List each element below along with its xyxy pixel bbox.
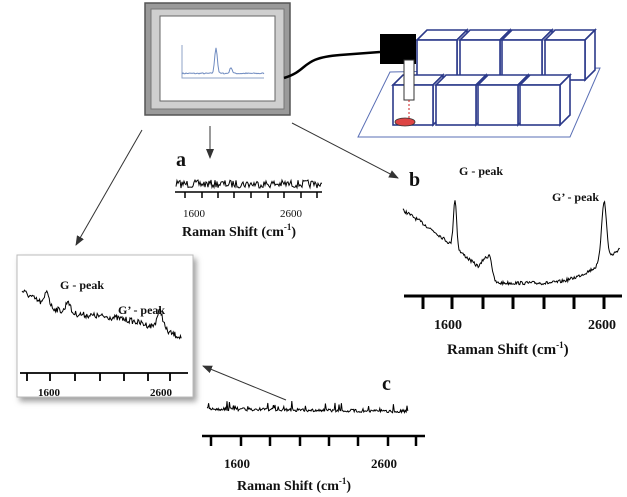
inset-g-peak-label: G - peak — [60, 278, 104, 292]
arrow-to-inset — [75, 129, 143, 246]
panel-b-tick-label-1600: 1600 — [434, 318, 462, 333]
panel-a-tick-label-2600: 2600 — [280, 208, 303, 220]
panel-c-trace — [206, 401, 409, 415]
panel-c-axis-title: Raman Shift (cm-1) — [237, 476, 351, 494]
inset-trace — [21, 289, 182, 340]
panel-c-letter: c — [382, 373, 391, 395]
panel-a-axis-title: Raman Shift (cm-1) — [182, 222, 296, 240]
panel-b-letter: b — [409, 169, 420, 191]
panel-a-axis — [175, 191, 322, 198]
panel-c-tick-label-2600: 2600 — [371, 456, 397, 471]
panel-b-axis-title: Raman Shift (cm-1) — [447, 340, 569, 358]
panel-b-g-prime-peak-label: G’ - peak — [552, 190, 599, 204]
cable — [283, 50, 381, 80]
monitor — [144, 2, 291, 116]
inset-axis — [20, 372, 188, 381]
panel-c-axis — [202, 434, 425, 446]
panel-b-g-peak-label: G - peak — [459, 164, 503, 178]
arrow-c-to-inset — [202, 365, 287, 401]
panel-c-tick-label-1600: 1600 — [224, 456, 250, 471]
panel-c: c 1600 2600 Raman Shift (cm-1) — [202, 373, 425, 494]
monitor-spectrum — [181, 45, 265, 79]
panel-a: a 1600 2600 Raman Shift (cm-1) — [175, 149, 323, 240]
inset-panel: G - peak G’ - peak 1600 2600 — [16, 254, 194, 399]
panel-b-tick-label-2600: 2600 — [588, 318, 616, 333]
panel-b-axis — [404, 294, 622, 309]
panel-b-trace — [402, 200, 620, 287]
sample-stage — [357, 28, 601, 138]
panel-a-letter: a — [176, 149, 186, 171]
inset-g-prime-peak-label: G’ - peak — [118, 303, 165, 317]
panel-b: b G - peak G’ - peak 1600 2600 Raman Shi… — [402, 164, 622, 358]
laser-probe — [380, 34, 416, 127]
sample-cube — [518, 73, 572, 127]
panel-a-tick-label-1600: 1600 — [183, 208, 206, 220]
panel-a-trace — [175, 178, 323, 190]
sample-cube — [543, 28, 597, 82]
arrow-to-b — [291, 122, 399, 179]
inset-tick-label-2600: 2600 — [150, 387, 173, 399]
inset-tick-label-1600: 1600 — [38, 387, 61, 399]
